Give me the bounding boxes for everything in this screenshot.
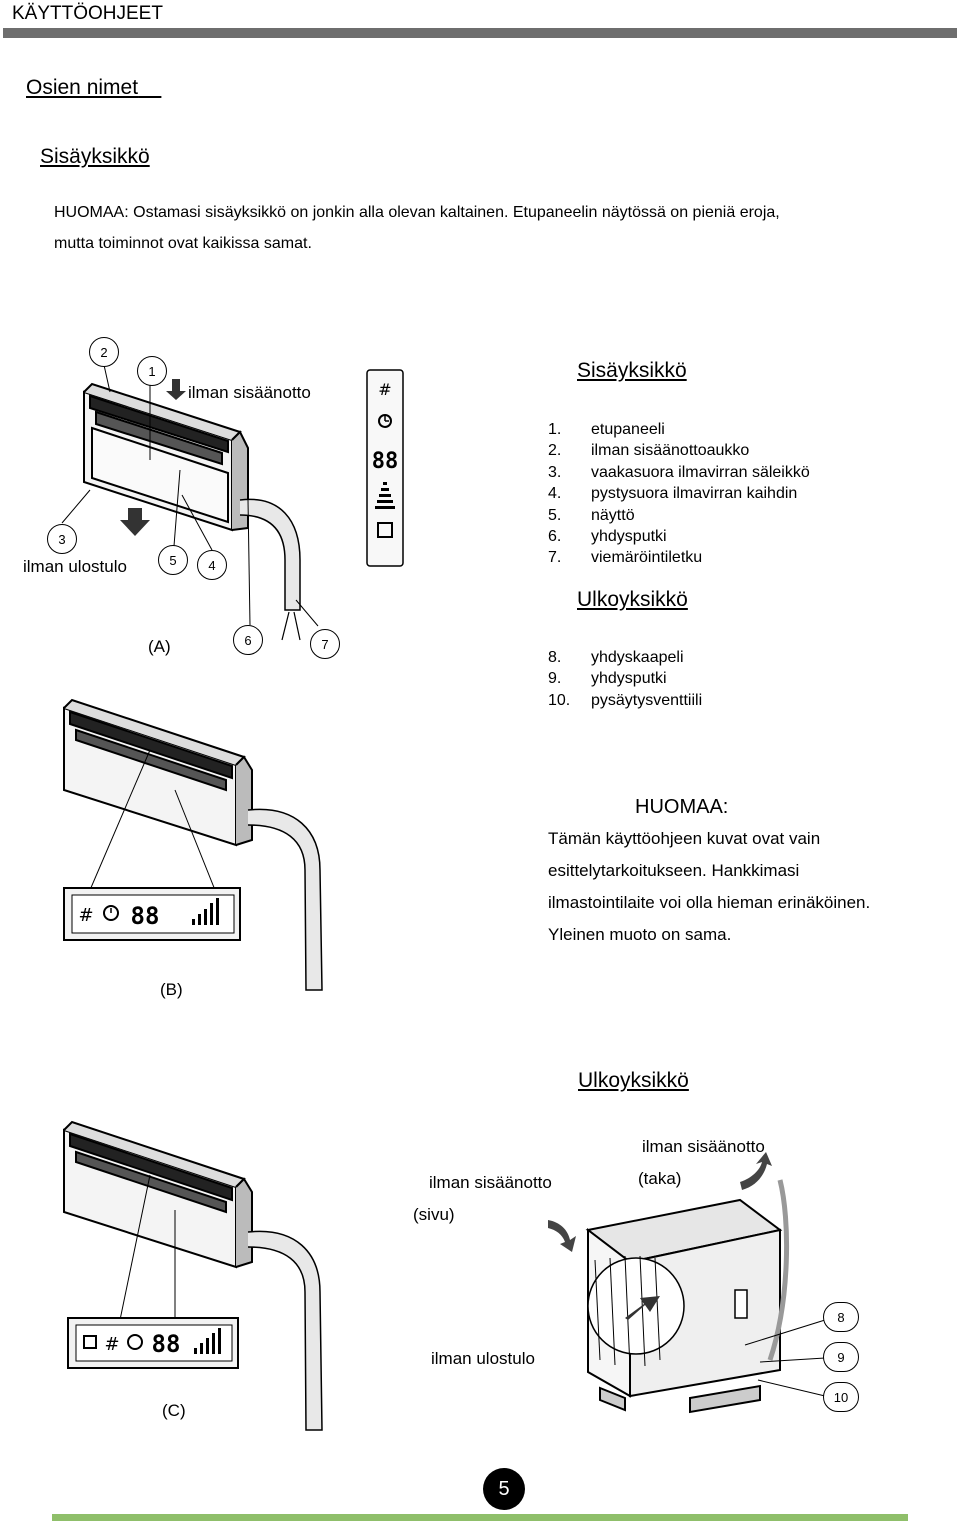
callout-10: 10 bbox=[823, 1382, 859, 1412]
svg-text:88: 88 bbox=[131, 902, 160, 930]
svg-text:#: # bbox=[378, 380, 391, 399]
label-air-outlet: ilman ulostulo bbox=[23, 557, 127, 577]
callout-7: 7 bbox=[310, 629, 340, 659]
svg-text:88: 88 bbox=[372, 449, 399, 474]
arrow-down-icon bbox=[166, 379, 186, 400]
callout-8: 8 bbox=[823, 1302, 859, 1332]
label-variant-b: (B) bbox=[160, 980, 183, 1000]
horizontal-display-panel-c: # 88 bbox=[68, 1318, 238, 1368]
arrow-down-icon bbox=[120, 508, 150, 536]
svg-text:#: # bbox=[104, 1334, 119, 1355]
label-variant-a: (A) bbox=[148, 637, 171, 657]
label-outdoor-outlet: ilman ulostulo bbox=[431, 1349, 535, 1369]
callout-6: 6 bbox=[233, 625, 263, 655]
callout-1: 1 bbox=[137, 356, 167, 386]
label-outdoor-intake-back: ilman sisäänotto bbox=[642, 1137, 765, 1157]
callout-5: 5 bbox=[158, 545, 188, 575]
horizontal-display-panel-b: # 88 bbox=[64, 888, 240, 940]
footer-divider bbox=[52, 1514, 908, 1521]
label-outdoor-intake-side: ilman sisäänotto bbox=[429, 1173, 552, 1193]
indoor-unit-b-drawing bbox=[64, 700, 322, 990]
indoor-unit-c-drawing bbox=[64, 1122, 322, 1430]
arrow-icon bbox=[740, 1152, 772, 1190]
callout-4: 4 bbox=[197, 550, 227, 580]
callout-9: 9 bbox=[823, 1342, 859, 1372]
arrow-icon bbox=[548, 1220, 576, 1252]
vertical-display-panel: # 88 bbox=[367, 370, 403, 566]
indoor-unit-a-drawing bbox=[84, 384, 300, 640]
svg-text:88: 88 bbox=[152, 1330, 181, 1358]
outdoor-unit-drawing bbox=[588, 1180, 825, 1412]
page-number: 5 bbox=[483, 1468, 525, 1510]
svg-text:#: # bbox=[78, 905, 93, 926]
callout-3: 3 bbox=[47, 524, 77, 554]
label-back: (taka) bbox=[638, 1169, 681, 1189]
label-side: (sivu) bbox=[413, 1205, 455, 1225]
label-air-intake: ilman sisäänotto bbox=[188, 383, 311, 403]
label-variant-c: (C) bbox=[162, 1401, 186, 1421]
callout-2: 2 bbox=[89, 337, 119, 367]
